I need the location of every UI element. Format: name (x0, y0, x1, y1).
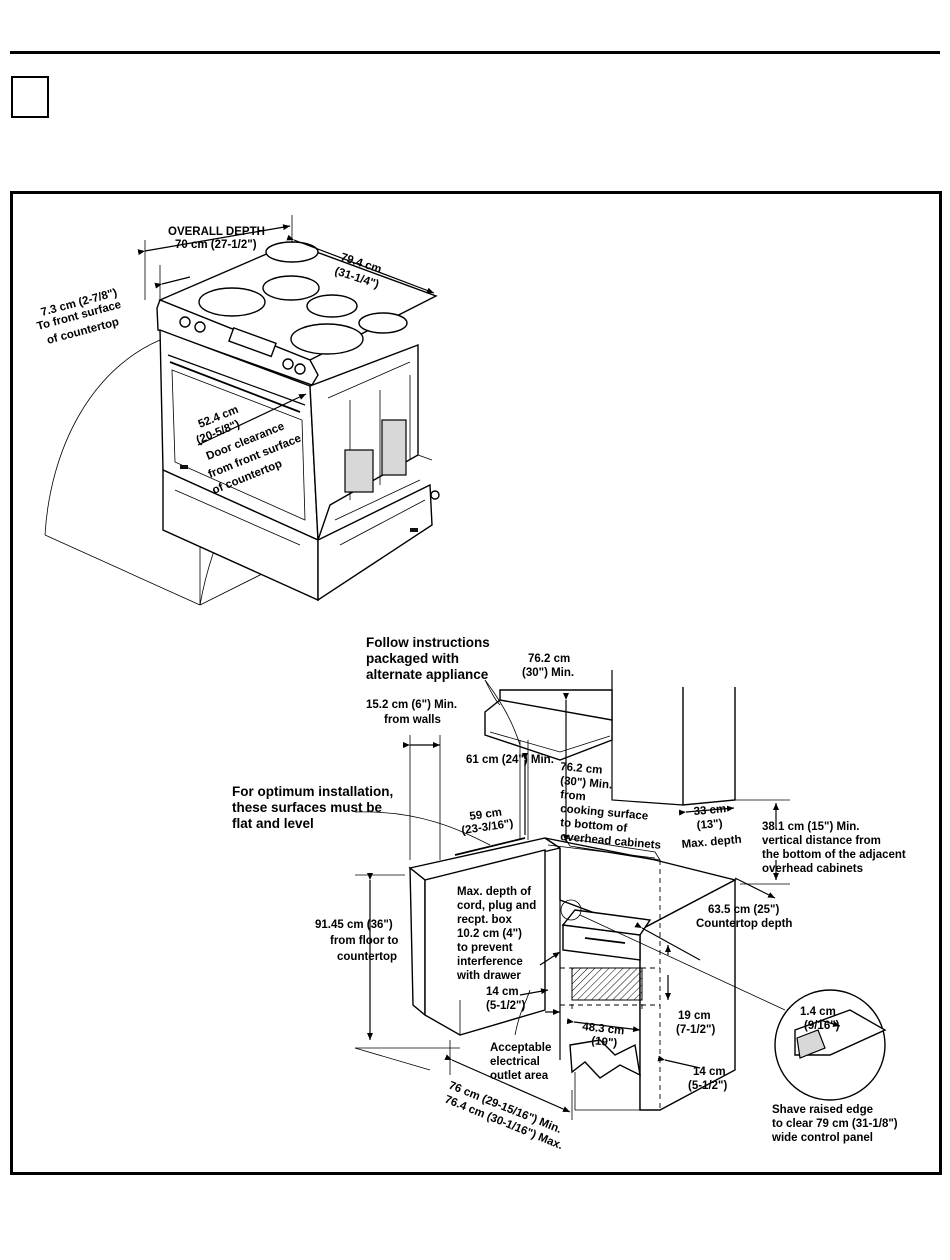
optimum-label-1: For optimum installation, (232, 784, 393, 799)
shave-label-2: to clear 79 cm (31-1/8") (772, 1118, 898, 1130)
min61-label: 61 cm (24") Min. (466, 754, 554, 766)
walls-label-2: from walls (384, 714, 441, 726)
d14b-label-1: 14 cm (693, 1066, 726, 1078)
floor-label-2: from floor to (330, 935, 398, 947)
overall-depth-title: OVERALL DEPTH (168, 226, 265, 238)
follow-label-3: alternate appliance (366, 667, 489, 682)
w59-label-2: (23-3/16") (461, 818, 514, 837)
d48-label-2: (19") (591, 1035, 618, 1050)
counter-label-1: 63.5 cm (25") (708, 904, 779, 916)
d48-label-1: 48.3 cm (582, 1021, 625, 1037)
cord-label-7: with drawer (456, 970, 521, 982)
edge-label-2: (9/16") (804, 1020, 840, 1032)
hood-width-label-2: (30") Min. (522, 667, 574, 679)
adj-label-2: vertical distance from (762, 835, 881, 847)
cab33-label-3: Max. depth (681, 834, 742, 851)
floor-label-1: 91.45 cm (36") (315, 919, 393, 931)
adj-label-4: overhead cabinets (762, 863, 863, 875)
floor-label-3: countertop (337, 951, 397, 963)
hood-width-label-1: 76.2 cm (528, 653, 570, 665)
adj-label-1: 38.1 cm (15") Min. (762, 821, 860, 833)
vert-label-2: (30") Min. (560, 775, 613, 791)
vert-label-5: to bottom of (560, 817, 628, 835)
follow-label-2: packaged with (366, 651, 459, 666)
cord-label-6: interference (457, 956, 523, 968)
outlet-label-3: outlet area (490, 1070, 549, 1082)
cord-label-1: Max. depth of (457, 886, 531, 898)
cord-label-2: cord, plug and (457, 900, 536, 912)
cab33-label-1: 33 cm (693, 803, 727, 818)
cabinet-illustration (354, 670, 887, 1120)
outlet-label-2: electrical (490, 1056, 540, 1068)
d19-label-2: (7-1/2") (676, 1024, 715, 1036)
range-illustration (44, 215, 440, 606)
optimum-label-3: flat and level (232, 816, 314, 831)
shave-label-3: wide control panel (771, 1132, 873, 1144)
vert-label-1: 76.2 cm (560, 761, 603, 777)
counter-label-2: Countertop depth (696, 918, 792, 930)
step-checkbox[interactable] (11, 76, 49, 118)
d14b-label-2: (5-1/2") (688, 1080, 727, 1092)
cab33-label-2: (13") (696, 818, 723, 832)
edge-label-1: 1.4 cm (800, 1006, 836, 1018)
walls-label-1: 15.2 cm (6") Min. (366, 699, 457, 711)
follow-label-1: Follow instructions (366, 635, 490, 650)
d14a-label-1: 14 cm (486, 986, 519, 998)
overall-depth-value: 70 cm (27-1/2") (175, 239, 257, 251)
w59-label-1: 59 cm (469, 807, 503, 823)
shave-label-1: Shave raised edge (772, 1104, 873, 1116)
optimum-label-2: these surfaces must be (232, 800, 383, 815)
cord-label-3: recpt. box (457, 914, 513, 926)
cord-label-5: to prevent (457, 942, 513, 954)
d19-label-1: 19 cm (678, 1010, 711, 1022)
outlet-label-1: Acceptable (490, 1042, 551, 1054)
diagram-frame (10, 191, 942, 1175)
cord-label-4: 10.2 cm (4") (457, 928, 522, 940)
vert-label-3: from (560, 789, 587, 803)
adj-label-3: the bottom of the adjacent (762, 849, 906, 861)
header-rule (10, 51, 940, 54)
d14a-label-2: (5-1/2") (486, 1000, 525, 1012)
